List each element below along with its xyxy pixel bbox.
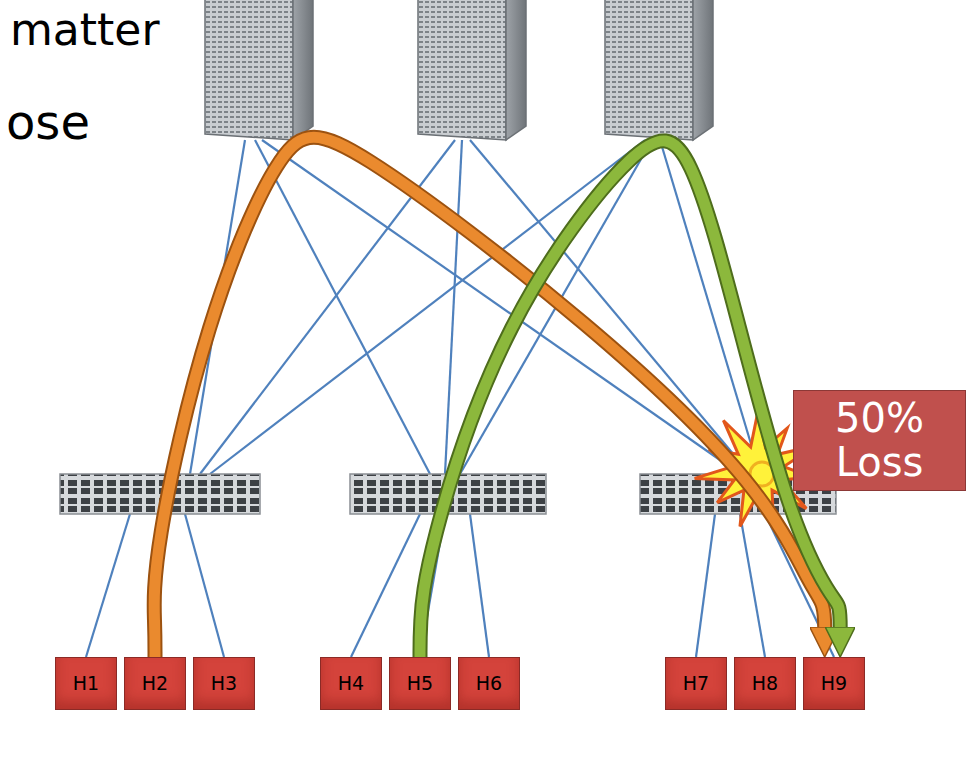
spine-server [418, 0, 526, 140]
spine-server [205, 0, 313, 140]
host-box: H2 [124, 657, 186, 710]
host-label: H1 [73, 672, 99, 695]
flow-outline [420, 141, 840, 657]
host-box: H6 [458, 657, 520, 710]
host-label: H9 [821, 672, 847, 695]
slide-text: matter [10, 4, 160, 55]
host-label: H7 [683, 672, 709, 695]
spine-server [605, 0, 713, 140]
alert-box: 50% Loss [793, 390, 966, 491]
host-label: H2 [142, 672, 168, 695]
host-box: H1 [55, 657, 117, 710]
host-box: H3 [193, 657, 255, 710]
loss-label: 50% Loss [800, 397, 959, 483]
flow-arrow [154, 137, 825, 657]
host-box: H5 [389, 657, 451, 710]
host-box: H8 [734, 657, 796, 710]
flow-outline [154, 137, 825, 657]
flow-line [154, 137, 825, 657]
slide-text: ose [6, 94, 90, 150]
host-wires [86, 514, 834, 657]
flow-arrow [420, 141, 840, 657]
host-label: H5 [407, 672, 433, 695]
flow-line [420, 141, 840, 657]
host-label: H8 [752, 672, 778, 695]
host-label: H3 [211, 672, 237, 695]
host-label: H4 [338, 672, 364, 695]
host-label: H6 [476, 672, 502, 695]
host-box: H4 [320, 657, 382, 710]
host-box: H7 [665, 657, 727, 710]
host-box: H9 [803, 657, 865, 710]
